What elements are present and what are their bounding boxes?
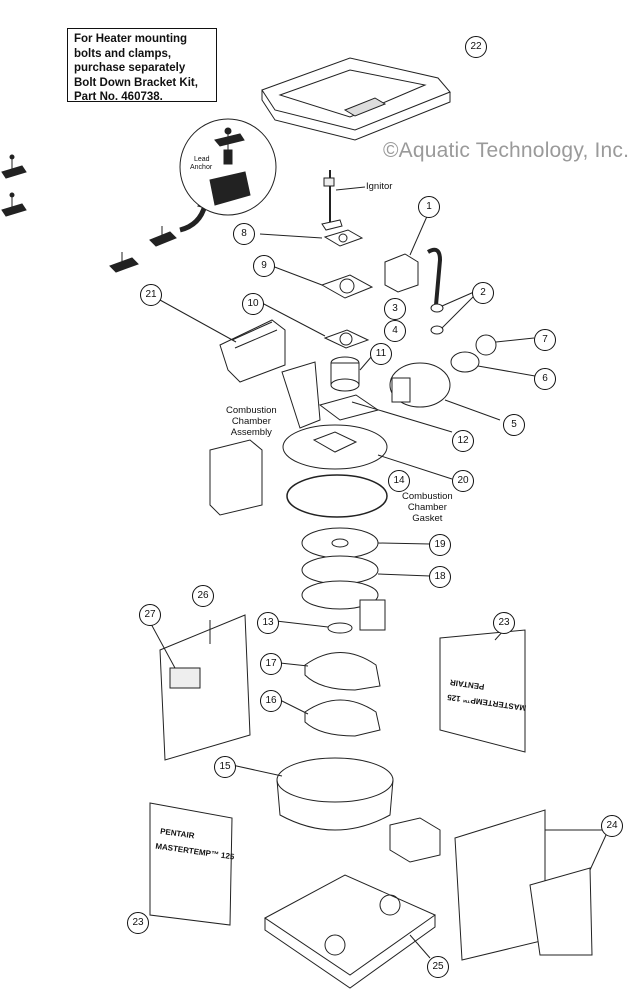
callout-25: 25 [427, 956, 449, 978]
callout-19: 19 [429, 534, 451, 556]
plug-13 [327, 622, 353, 634]
fitting-3 [430, 303, 444, 313]
label-line: Combustion [226, 405, 277, 416]
front-panel-23-left [149, 802, 233, 926]
side-panel-26 [159, 614, 251, 761]
callout-9: 9 [253, 255, 275, 277]
callout-5: 5 [503, 414, 525, 436]
label-line: Combustion [402, 491, 453, 502]
callout-21: 21 [140, 284, 162, 306]
mounting-hardware [1, 118, 277, 273]
gasket-8 [323, 229, 364, 247]
callout-3: 3 [384, 298, 406, 320]
mounting-note: For Heater mounting bolts and clamps, pu… [67, 28, 217, 103]
label-line: Assembly [230, 427, 272, 438]
refractory-17 [304, 652, 381, 691]
chamber-assembly [281, 361, 321, 429]
front-panel-23-right [439, 629, 526, 753]
note-line: Part No. 460738. [74, 91, 163, 103]
watermark: ©Aquatic Technology, Inc. [383, 139, 630, 162]
label-line: Gasket [412, 513, 443, 524]
callout-10: 10 [242, 293, 264, 315]
combustion-chamber-gasket-label: Combustion Chamber Gasket [402, 491, 453, 524]
note-line: bolts and clamps, [74, 47, 172, 60]
callout-12: 12 [452, 430, 474, 452]
anchor-label: Anchor [190, 164, 213, 171]
callout-1: 1 [418, 196, 440, 218]
callout-27: 27 [139, 604, 161, 626]
callout-15: 15 [214, 756, 236, 778]
callout-2: 2 [472, 282, 494, 304]
lead-label: Lead [194, 156, 210, 163]
housing-6 [450, 351, 480, 373]
vent-21 [219, 319, 286, 383]
callout-17: 17 [260, 653, 282, 675]
label-line: Chamber [407, 502, 447, 513]
burner-tray-15 [276, 757, 394, 803]
gasket-10 [323, 329, 370, 349]
plate-9 [320, 274, 374, 299]
callout-14: 14 [388, 470, 410, 492]
callout-20: 20 [452, 470, 474, 492]
top-cover-22 [261, 57, 451, 141]
callout-24: 24 [601, 815, 623, 837]
callout-11: 11 [370, 343, 392, 365]
combustion-chamber-assembly-label: Combustion Chamber Assembly [226, 405, 277, 438]
note-line: For Heater mounting [74, 33, 188, 45]
callout-8: 8 [233, 223, 255, 245]
refractory-16 [304, 699, 381, 737]
label-line: Chamber [231, 416, 271, 427]
callout-16: 16 [260, 690, 282, 712]
fitting-4 [430, 325, 444, 335]
screen-7 [475, 334, 497, 356]
callout-26: 26 [192, 585, 214, 607]
combustion-gasket-14 [286, 474, 388, 518]
callout-7: 7 [534, 329, 556, 351]
combustion-plate-20 [282, 424, 388, 470]
control-box [209, 439, 263, 516]
callout-4: 4 [384, 320, 406, 342]
baffle-19 [301, 527, 379, 559]
callout-13: 13 [257, 612, 279, 634]
water-valve [389, 817, 441, 863]
callout-6: 6 [534, 368, 556, 390]
callout-23-right: 23 [493, 612, 515, 634]
ignitor-label: Ignitor [366, 181, 393, 192]
note-line: purchase separately [74, 62, 186, 74]
ignitor [321, 170, 366, 231]
callout-22: 22 [465, 36, 487, 58]
callout-23-left: 23 [127, 912, 149, 934]
note-line: Bolt Down Bracket Kit, [74, 76, 198, 89]
callout-18: 18 [429, 566, 451, 588]
baffle-18 [301, 555, 379, 585]
base-25 [264, 874, 437, 976]
gas-valve-1 [384, 253, 419, 293]
